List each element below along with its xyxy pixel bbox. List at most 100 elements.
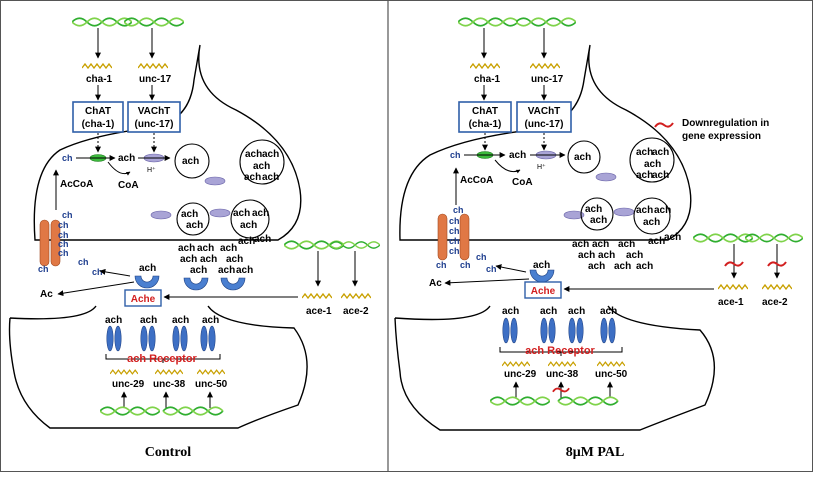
ach-label: ach xyxy=(118,153,135,164)
ch-label: ch xyxy=(449,216,460,226)
panel-pal: cha-1 unc-17 ChAT (cha-1) VAChT (unc-17)… xyxy=(394,17,803,460)
cleft-ach: ach xyxy=(618,239,635,250)
ch-label: ch xyxy=(449,226,460,236)
dna-icon xyxy=(458,17,518,27)
vesicle-ach: ach xyxy=(181,209,198,220)
ch-label: ch xyxy=(58,239,69,249)
coa-label: CoA xyxy=(512,177,533,188)
ch-label: ch xyxy=(460,260,471,270)
arrow xyxy=(444,278,530,286)
vacht-transporter-icon xyxy=(150,210,172,220)
ch-label: ch xyxy=(476,252,487,262)
dna-icon xyxy=(745,233,803,243)
dna-icon xyxy=(693,233,753,243)
choline-transporter-icon xyxy=(437,213,448,261)
cleft-ach: ach xyxy=(218,265,235,276)
ch-label: ch xyxy=(450,150,461,160)
mrna-icon xyxy=(82,63,112,69)
ac-label: Ac xyxy=(40,289,53,300)
arrow xyxy=(57,281,135,297)
vesicle-ach: ach xyxy=(245,149,262,160)
mrna-icon xyxy=(138,63,168,69)
dna-icon xyxy=(556,396,620,406)
gene-unc17: unc-17 xyxy=(531,74,564,85)
gene-ace1: ace-1 xyxy=(718,297,744,308)
receptor-ach: ach xyxy=(568,306,585,317)
coa-label: CoA xyxy=(118,180,139,191)
choline-transporter-icon xyxy=(50,219,61,267)
gene-ace2: ace-2 xyxy=(762,297,788,308)
gene-unc17: unc-17 xyxy=(139,74,172,85)
vesicle-ach: ach xyxy=(590,215,607,226)
receptor-ach: ach xyxy=(172,315,189,326)
ache-label: Ache xyxy=(131,294,156,305)
vesicle xyxy=(239,139,285,185)
cleft-ach: ach xyxy=(572,239,589,250)
vacht-transporter-icon xyxy=(563,210,585,220)
ch-label: ch xyxy=(62,153,73,163)
cleft-ach: ach xyxy=(254,234,271,245)
vacht-box xyxy=(516,101,572,133)
acetylcholinesterase-icon xyxy=(529,269,555,283)
cleft-ach: ach xyxy=(636,261,653,272)
chat-box-line2: (cha-1) xyxy=(82,119,115,130)
ch-label: ch xyxy=(78,257,89,267)
ch-label: ch xyxy=(486,264,497,274)
chat-box-line1: ChAT xyxy=(85,106,111,117)
gene-ace2: ace-2 xyxy=(343,306,369,317)
cleft-ach: ach xyxy=(626,250,643,261)
dna-icon xyxy=(330,241,380,249)
ache-bound-ach: ach xyxy=(533,260,550,271)
gene-cha1: cha-1 xyxy=(474,74,501,85)
ch-label: ch xyxy=(62,210,73,220)
mrna-icon xyxy=(530,63,560,69)
gene-unc29: unc-29 xyxy=(112,379,145,390)
mrna-icon xyxy=(470,63,500,69)
ch-label: ch xyxy=(58,248,69,258)
cleft-ach: ach xyxy=(648,236,665,247)
gene-unc50: unc-50 xyxy=(595,369,628,380)
receptor-icon xyxy=(540,317,556,344)
arrow xyxy=(107,161,131,176)
choline-transporter-icon xyxy=(459,213,470,261)
vesicle-ach: ach xyxy=(186,220,203,231)
mrna-icon xyxy=(502,361,530,367)
receptor-ach: ach xyxy=(105,315,122,326)
vesicle-ach: ach xyxy=(262,172,279,183)
acetylcholinesterase-icon xyxy=(183,277,209,291)
ache-box xyxy=(524,281,562,299)
acoa-label: AcCoA xyxy=(460,175,493,186)
receptor-ach: ach xyxy=(202,315,219,326)
cleft-ach: ach xyxy=(238,236,255,247)
vacht-box-line2: (unc-17) xyxy=(525,119,564,130)
cleft-ach: ach xyxy=(598,250,615,261)
vesicle-ach: ach xyxy=(636,205,653,216)
ache-bound-ach: ach xyxy=(139,263,156,274)
cleft-ach: ach xyxy=(200,254,217,265)
arrow xyxy=(495,264,527,273)
ch-label: ch xyxy=(58,230,69,240)
cleft-ach: ach xyxy=(236,265,253,276)
chat-box xyxy=(458,101,512,133)
ache-box xyxy=(124,289,162,307)
vacht-box-line1: VAChT xyxy=(528,106,561,117)
panel-title-pal: 8μM PAL xyxy=(566,445,625,460)
mrna-icon xyxy=(597,361,625,367)
vesicle xyxy=(580,197,614,231)
legend-text-line2: gene expression xyxy=(682,131,761,142)
vacht-transporter-icon xyxy=(209,208,231,218)
vesicle-ach: ach xyxy=(574,152,591,163)
receptor-icon xyxy=(140,325,156,352)
vacht-transporter-icon xyxy=(204,176,226,186)
vacht-box-line2: (unc-17) xyxy=(135,119,174,130)
mrna-icon xyxy=(548,361,576,367)
vacht-transporter-icon xyxy=(613,207,635,217)
mrna-icon xyxy=(197,369,225,375)
receptor-icon xyxy=(200,325,216,352)
vesicle-ach: ach xyxy=(644,159,661,170)
cleft-ach: ach xyxy=(190,265,207,276)
cleft-ach: ach xyxy=(197,243,214,254)
receptor-label: ach Receptor xyxy=(525,345,595,357)
legend-text-line1: Downregulation in xyxy=(682,118,769,129)
